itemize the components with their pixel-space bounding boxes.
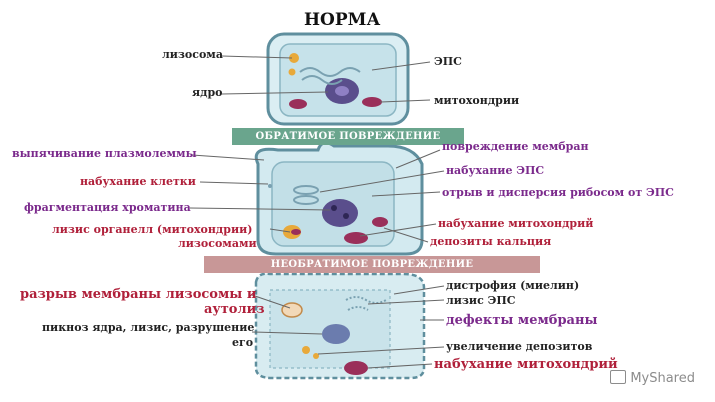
leader-lines <box>189 55 445 369</box>
label-membrane-defects: дефекты мембраны <box>446 313 598 328</box>
label-membrane-bleb: выпячивание плазмолеммы <box>12 147 197 160</box>
normal-cell <box>266 32 410 126</box>
label-organelle-lysis-line2: лизосомами <box>178 237 257 250</box>
label-mitochondria: митохондрии <box>434 94 520 107</box>
label-chromatin-fragmentation: фрагментация хроматина <box>24 201 191 214</box>
label-ribosome-detachment: отрыв и дисперсия рибосом от ЭПС <box>442 186 674 199</box>
label-myelin-dystrophy: дистрофия (миелин) <box>446 279 580 292</box>
label-organelle-lysis-line1: лизис органелл (митохондрии) <box>52 223 253 236</box>
label-er-swelling: набухание ЭПС <box>446 164 545 177</box>
presentation-icon <box>610 370 627 384</box>
label-nucleus: ядро <box>192 86 223 99</box>
label-lysosome-rupture-line1: разрыв мембраны лизосомы и <box>20 287 257 302</box>
label-pyknosis-line1: пикноз ядра, лизис, разрушение <box>42 321 255 334</box>
watermark: MyShared <box>610 370 695 386</box>
reversible-cell <box>254 141 424 256</box>
banner-reversible: ОБРАТИМОЕ ПОВРЕЖДЕНИЕ <box>232 128 464 145</box>
label-deposit-increase: увеличение депозитов <box>446 340 593 353</box>
label-er-lysis: лизис ЭПС <box>446 294 516 307</box>
label-pyknosis-line2: его <box>232 336 254 349</box>
label-membrane-damage: повреждение мембран <box>442 140 589 153</box>
label-calcium-deposits: депозиты кальция <box>430 235 552 248</box>
irreversible-cell <box>254 272 426 380</box>
watermark-text: MyShared <box>630 371 695 386</box>
label-mito-swelling-irreversible: набухание митохондрий <box>434 357 618 372</box>
page-title: НОРМА <box>304 10 381 30</box>
label-lysosome-rupture-line2: аутолиз <box>204 302 265 317</box>
label-mito-swelling: набухание митохондрий <box>438 217 594 230</box>
label-er: ЭПС <box>434 55 462 68</box>
label-lysosome: лизосома <box>162 48 223 61</box>
lysosome-normal <box>289 53 299 63</box>
banner-irreversible: НЕОБРАТИМОЕ ПОВРЕЖДЕНИЕ <box>204 256 540 273</box>
label-cell-swelling: набухание клетки <box>80 175 196 188</box>
